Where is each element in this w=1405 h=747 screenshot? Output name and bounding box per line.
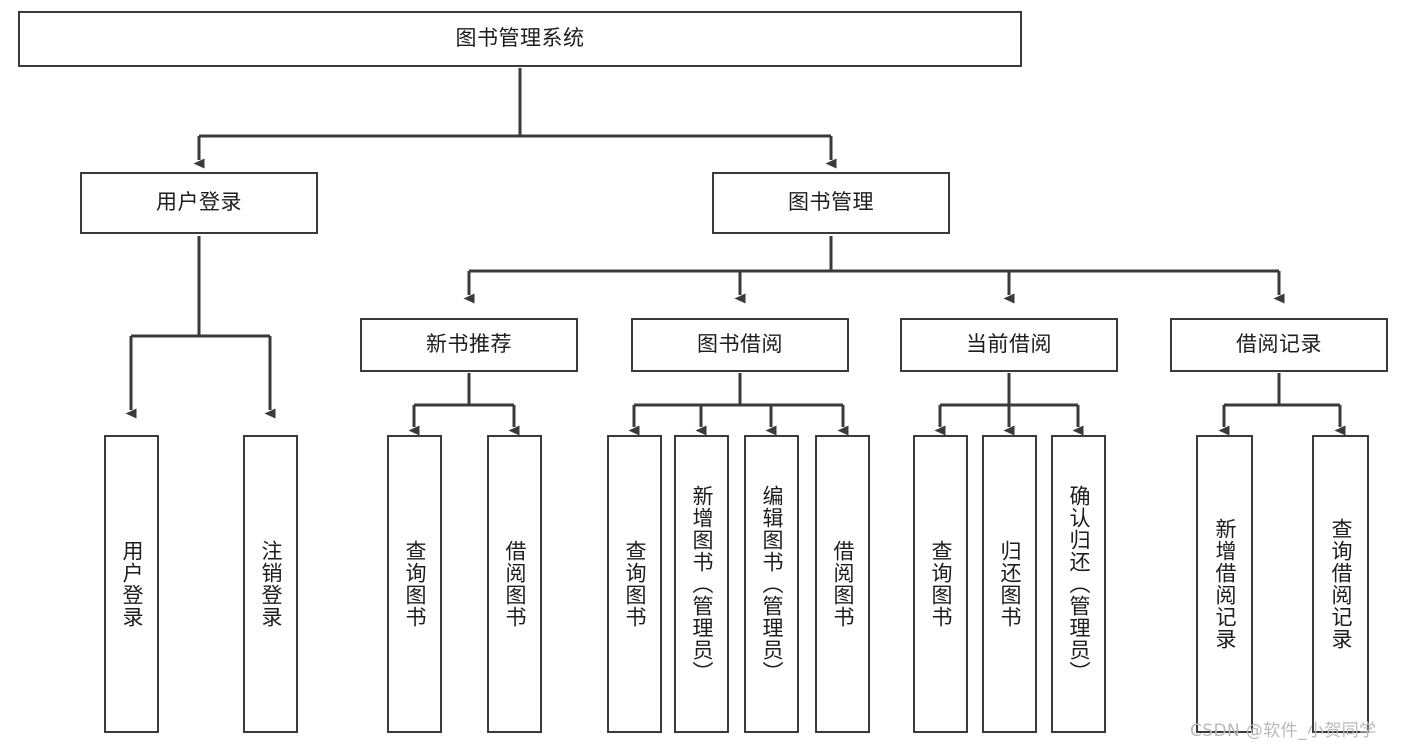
leaf-label: 查询借阅记录 <box>1328 518 1353 650</box>
node-label: 借阅记录 <box>1236 332 1322 357</box>
leaf-label: 新增图书（管理员） <box>689 485 714 683</box>
leaf-label: 注销登录 <box>258 540 283 628</box>
leaf-label: 查询图书 <box>928 540 953 628</box>
leaf-edit-book-admin[interactable]: 编辑图书（管理员） <box>744 435 799 733</box>
leaf-add-borrow-record[interactable]: 新增借阅记录 <box>1196 435 1253 733</box>
node-label: 图书借阅 <box>697 332 783 357</box>
leaf-query-book-current[interactable]: 查询图书 <box>913 435 968 733</box>
leaf-label: 借阅图书 <box>502 540 527 628</box>
leaf-label: 借阅图书 <box>830 540 855 628</box>
node-current-borrow[interactable]: 当前借阅 <box>900 318 1118 372</box>
node-book-borrow[interactable]: 图书借阅 <box>631 318 849 372</box>
leaf-borrow-book[interactable]: 借阅图书 <box>815 435 870 733</box>
leaf-query-borrow-record[interactable]: 查询借阅记录 <box>1312 435 1369 733</box>
leaf-query-book-recommend[interactable]: 查询图书 <box>387 435 442 733</box>
node-label: 图书管理 <box>788 190 874 215</box>
node-root-system[interactable]: 图书管理系统 <box>18 11 1022 67</box>
leaf-logout[interactable]: 注销登录 <box>243 435 298 733</box>
leaf-query-book-borrow[interactable]: 查询图书 <box>607 435 662 733</box>
leaf-label: 用户登录 <box>119 540 144 628</box>
leaf-label: 查询图书 <box>402 540 427 628</box>
leaf-label: 查询图书 <box>622 540 647 628</box>
leaf-user-login[interactable]: 用户登录 <box>104 435 159 733</box>
leaf-return-book[interactable]: 归还图书 <box>982 435 1037 733</box>
leaf-label: 新增借阅记录 <box>1212 518 1237 650</box>
leaf-label: 确认归还（管理员） <box>1066 485 1091 683</box>
csdn-watermark: CSDN @软件_小贺同学 <box>1190 721 1377 741</box>
leaf-confirm-return-admin[interactable]: 确认归还（管理员） <box>1051 435 1106 733</box>
node-label: 当前借阅 <box>966 332 1052 357</box>
node-label: 用户登录 <box>156 190 242 215</box>
node-label: 新书推荐 <box>426 332 512 357</box>
leaf-add-book-admin[interactable]: 新增图书（管理员） <box>674 435 729 733</box>
node-book-management[interactable]: 图书管理 <box>712 172 950 234</box>
leaf-label: 编辑图书（管理员） <box>759 485 784 683</box>
leaf-borrow-book-recommend[interactable]: 借阅图书 <box>487 435 542 733</box>
node-new-book-recommend[interactable]: 新书推荐 <box>360 318 578 372</box>
node-label: 图书管理系统 <box>455 26 585 51</box>
node-borrow-record[interactable]: 借阅记录 <box>1170 318 1388 372</box>
leaf-label: 归还图书 <box>997 540 1022 628</box>
node-user-login[interactable]: 用户登录 <box>80 172 318 234</box>
